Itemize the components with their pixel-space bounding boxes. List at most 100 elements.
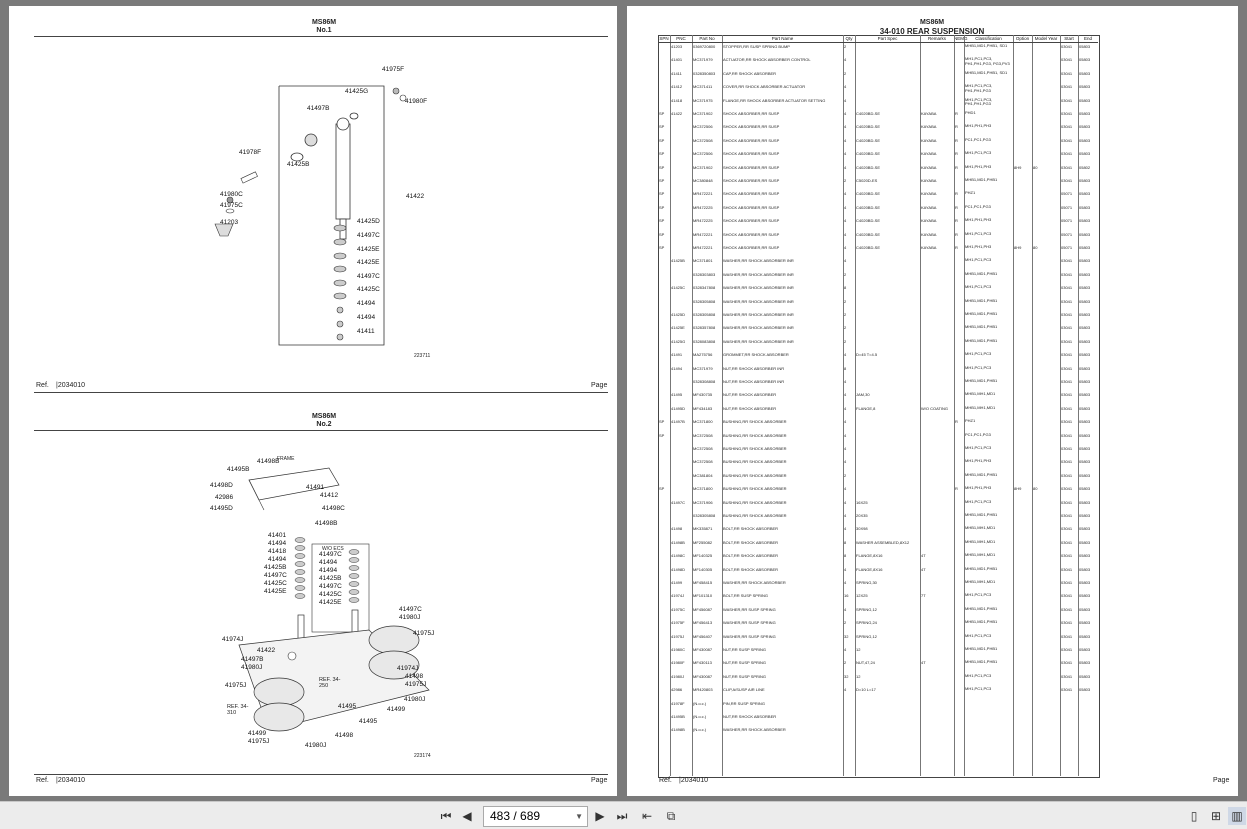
table-frame <box>658 35 1100 778</box>
table-cell: 4 <box>844 499 847 505</box>
table-cell: 32 <box>844 633 849 639</box>
table-cell: 0328305808 <box>693 312 716 317</box>
table-cell: 03041 <box>1061 365 1073 371</box>
table-cell: 4 <box>844 446 847 451</box>
table-cell: MHB1,MH1,MD1 <box>965 525 996 531</box>
table-cell: 05071 <box>1061 204 1073 210</box>
ref-note-a: REF. 34-250 <box>319 677 341 689</box>
table-cell: (N.o.c.) <box>693 714 707 719</box>
table-cell: 4 <box>844 687 847 693</box>
table-cell: 0328308808 <box>693 379 716 384</box>
go-back-icon[interactable]: ⇤ <box>641 809 653 823</box>
callout-41425b: 41425B <box>287 161 310 168</box>
last-page-icon[interactable]: ⏭ <box>616 809 628 823</box>
table-cell: 0328347808 <box>693 285 716 291</box>
table-cell: KAYABA <box>921 151 937 157</box>
table-cell: MC372508 <box>693 446 713 451</box>
table-cell: MK335871 <box>693 526 713 532</box>
table-cell: MHB1,MD1,PHB1, SD1 <box>965 69 1008 75</box>
table-cell: MH1,PC1,PC3, PH1,PH1,PG3 <box>965 96 993 107</box>
callout-41498b: 41498B <box>257 458 280 465</box>
table-cell: 41497C <box>671 499 686 505</box>
table-cell: 05802 <box>1079 164 1091 170</box>
col-header-end: End <box>1083 36 1092 41</box>
callout-41495b: 41495B <box>227 466 250 473</box>
callout-41494: 41494 <box>319 559 338 566</box>
callout-41498d: 41498D <box>210 482 233 489</box>
table-cell: 03041 <box>1061 539 1073 545</box>
callout-41422: 41422 <box>257 647 276 654</box>
table-cell: MC371975 <box>693 97 713 103</box>
table-cell: FLANGE,8 <box>856 405 876 411</box>
col-header-pnc: PNC <box>676 36 686 41</box>
callout-41975j: 41975J <box>413 630 435 637</box>
single-page-icon[interactable]: ▯ <box>1190 809 1198 823</box>
stack-part <box>294 593 306 599</box>
table-cell: 4 <box>844 459 847 465</box>
page-number-value: 483 / 689 <box>490 809 541 823</box>
table-cell: 05803 <box>1079 97 1091 103</box>
table-cell: SHOCK ABSORBER,RR SUSP <box>723 218 780 224</box>
callout-41975f: 41975F <box>382 66 405 73</box>
table-cell: 41495 <box>671 392 683 398</box>
diagram1-number: No.1 <box>316 27 332 34</box>
callout-41425g: 41425G <box>345 88 369 95</box>
table-cell: 0328305808 <box>693 513 716 518</box>
ref-code-right: |2034010 <box>679 777 709 784</box>
next-page-icon[interactable]: ▶ <box>595 809 605 823</box>
double-page-icon[interactable]: ⊞ <box>1210 809 1222 823</box>
chevron-down-icon[interactable]: ▼ <box>575 812 583 821</box>
col-divider <box>1032 35 1033 776</box>
table-cell: PIN,RR SUSP SPRING <box>723 700 765 706</box>
table-cell: 4 <box>844 84 847 90</box>
table-cell: 05803 <box>1079 258 1091 264</box>
callout-42986: 42986 <box>215 494 234 501</box>
table-cell: SHOCK ABSORBER,RR SUSP <box>723 178 780 183</box>
table-cell: BOLT,RR SHOCK ABSORBER <box>723 553 779 559</box>
table-cell: BUSHING,RR SHOCK ABSORBER <box>723 419 787 425</box>
table-cell: R <box>955 245 958 250</box>
stack-part <box>294 561 306 567</box>
table-cell: BOLT,RR SUSP SPRING <box>723 593 768 599</box>
table-cell: 03041 <box>1061 325 1073 331</box>
table-cell: 03041 <box>1061 178 1073 183</box>
table-header-divider <box>658 42 1098 43</box>
table-cell: MC371800 <box>693 486 713 492</box>
table-cell: KAYABA <box>921 137 937 143</box>
table-cell: 05803 <box>1079 499 1091 505</box>
table-cell: 05803 <box>1079 553 1091 559</box>
table-cell: ACTUATOR,RR SHOCK ABSORBER CONTROL <box>723 57 811 63</box>
table-cell: 41401 <box>671 57 683 63</box>
ref-label-right: Ref. <box>659 777 672 784</box>
go-forward-icon[interactable]: ⧉ <box>666 809 676 823</box>
table-cell: WASHER,RR SHOCK ABSORBER <box>723 727 786 733</box>
table-cell: SP <box>659 151 665 157</box>
stack-part <box>333 252 347 260</box>
prev-page-icon[interactable]: ◀ <box>462 809 472 823</box>
col-header-part-no: Part No <box>699 36 715 41</box>
table-cell: 4T <box>921 660 926 666</box>
stack-part <box>333 265 347 273</box>
table-cell: 05803 <box>1079 606 1091 612</box>
table-cell: 41495D <box>671 405 686 411</box>
table-cell: 03041 <box>1061 660 1073 666</box>
table-cell: MH1,PH1,PH3 <box>965 163 992 169</box>
two-up-icon[interactable]: ▥ <box>1228 807 1246 825</box>
table-cell: MH1,PH1,PH3 <box>965 485 992 491</box>
stack-part <box>333 279 347 287</box>
table-cell: 0328303803 <box>693 271 716 277</box>
callout-41425b: 41425B <box>319 575 342 582</box>
table-cell: 4 <box>844 647 847 652</box>
col-header-part-spec: Part Spec <box>877 36 898 41</box>
table-cell: 05803 <box>1079 392 1091 398</box>
table-cell: 2 <box>844 271 847 277</box>
table-cell: MHB1,MH1,MD1 <box>965 552 996 558</box>
page-number-field[interactable]: 483 / 689 ▼ <box>483 806 588 827</box>
table-cell: 05071 <box>1061 218 1073 224</box>
table-cell: 05803 <box>1079 298 1091 304</box>
table-cell: 03041 <box>1061 620 1073 626</box>
table-cell: 03041 <box>1061 44 1073 49</box>
first-page-icon[interactable]: ⏮ <box>440 809 452 823</box>
table-cell: KAYABA <box>921 204 937 210</box>
table-cell: MF456413 <box>693 620 713 626</box>
